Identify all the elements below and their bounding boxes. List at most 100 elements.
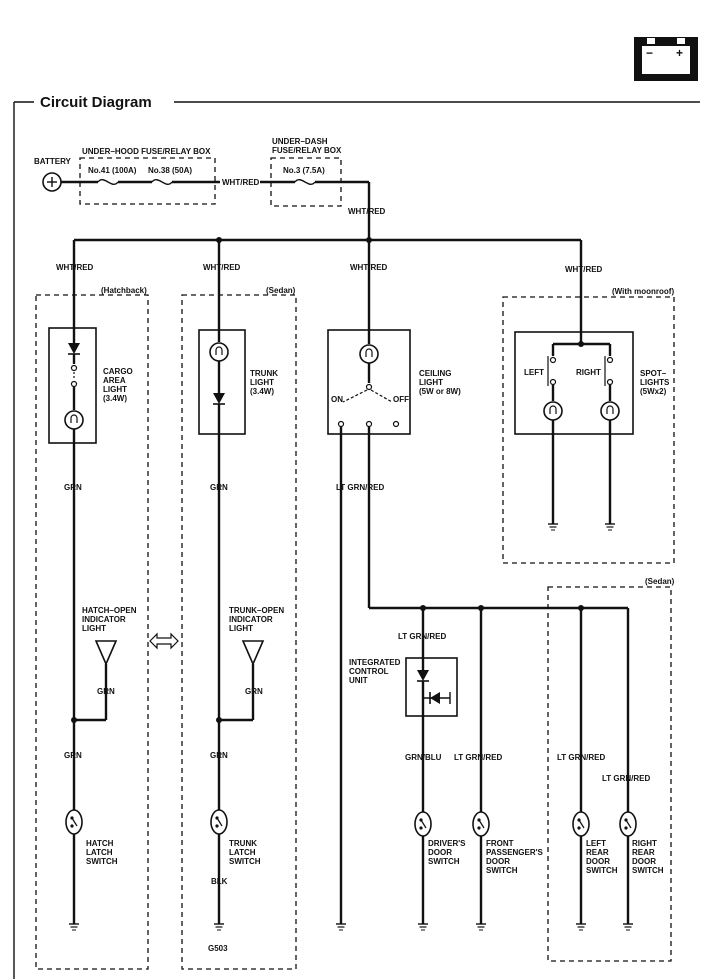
sedan-trunk-region-label: (Sedan) <box>266 286 296 295</box>
ground-icon <box>416 918 430 932</box>
svg-text:SWITCH: SWITCH <box>486 866 518 875</box>
svg-text:DOOR: DOOR <box>428 848 452 857</box>
trunk-light-box <box>198 329 246 435</box>
integrated-control-unit <box>405 657 458 717</box>
cargo-grn-1: GRN <box>64 483 82 492</box>
svg-text:LIGHT: LIGHT <box>250 378 274 387</box>
ground-icon <box>474 918 488 932</box>
spot-left-label: LEFT <box>524 368 544 377</box>
svg-text:SPOT–: SPOT– <box>640 369 667 378</box>
driver-wire-label: GRN/BLU <box>405 753 442 762</box>
svg-text:LIGHT: LIGHT <box>82 624 106 633</box>
hatch-latch-switch-icon <box>65 809 83 835</box>
battery-label: BATTERY <box>34 157 72 166</box>
svg-text:CEILING: CEILING <box>419 369 451 378</box>
svg-text:INDICATOR: INDICATOR <box>229 615 273 624</box>
svg-text:RIGHT: RIGHT <box>632 839 657 848</box>
hatchback-region-label: (Hatchback) <box>101 286 147 295</box>
svg-text:DOOR: DOOR <box>486 857 510 866</box>
wire-after-fuse: WHT/RED <box>348 207 386 216</box>
front-pass-door-switch-icon <box>472 811 490 837</box>
svg-text:HATCH–OPEN: HATCH–OPEN <box>82 606 137 615</box>
driver-door-switch-icon <box>414 811 432 837</box>
svg-text:TRUNK: TRUNK <box>250 369 278 378</box>
trunk-indicator-icon <box>241 640 265 667</box>
svg-text:INTEGRATED: INTEGRATED <box>349 658 401 667</box>
svg-text:SWITCH: SWITCH <box>229 857 261 866</box>
battery-symbol <box>42 172 62 192</box>
battery-minus: − <box>646 46 653 60</box>
ground-g503-label: G503 <box>208 944 228 953</box>
hatch-latch-switch-label: HATCH LATCH SWITCH <box>86 839 118 866</box>
cargo-light-label: CARGO AREA LIGHT (3.4W) <box>103 367 133 403</box>
trunk-grn-3: GRN <box>210 751 228 760</box>
battery-plus: + <box>676 46 683 60</box>
svg-text:HATCH: HATCH <box>86 839 114 848</box>
svg-text:PASSENGER'S: PASSENGER'S <box>486 848 544 857</box>
right-rear-door-switch-icon <box>619 811 637 837</box>
hatch-indicator-label: HATCH–OPEN INDICATOR LIGHT <box>82 606 137 633</box>
left-rear-door-switch-label: LEFT REAR DOOR SWITCH <box>586 839 618 875</box>
trunk-light-label: TRUNK LIGHT (3.4W) <box>250 369 278 396</box>
trunk-bulb-icon <box>209 342 229 362</box>
fuse-41 <box>97 179 119 185</box>
section-title: Circuit Diagram <box>40 94 152 111</box>
moonroof-region-label: (With moonroof) <box>612 287 674 296</box>
svg-text:SWITCH: SWITCH <box>586 866 618 875</box>
trunk-latch-switch-icon <box>210 809 228 835</box>
svg-text:REAR: REAR <box>586 848 609 857</box>
cargo-bulb-icon <box>64 410 84 430</box>
ground-icon <box>334 918 348 932</box>
ceiling-light-label: CEILING LIGHT (5W or 8W) <box>419 369 461 396</box>
right-rear-wire-label: LT GRN/RED <box>602 774 651 783</box>
sedan-rear-door-region <box>547 586 672 962</box>
left-rear-wire-label: LT GRN/RED <box>557 753 606 762</box>
left-spot-bulb-icon <box>543 401 563 421</box>
svg-text:(3.4W): (3.4W) <box>250 387 274 396</box>
trunk-blk-wire-label: BLK <box>211 877 228 886</box>
double-arrow-icon <box>149 632 179 650</box>
svg-text:LIGHT: LIGHT <box>419 378 443 387</box>
svg-text:CARGO: CARGO <box>103 367 133 376</box>
left-rear-door-switch-icon <box>572 811 590 837</box>
svg-text:SWITCH: SWITCH <box>86 857 118 866</box>
ground-icon <box>574 918 588 932</box>
svg-text:UNIT: UNIT <box>349 676 368 685</box>
svg-text:DRIVER'S: DRIVER'S <box>428 839 466 848</box>
svg-text:FRONT: FRONT <box>486 839 514 848</box>
ceiling-off-label: OFF <box>393 395 409 404</box>
front-pass-wire-label: LT GRN/RED <box>454 753 503 762</box>
battery-icon: − + <box>634 37 698 81</box>
branch-wire-2: WHT/RED <box>203 263 241 272</box>
spotlights-box <box>514 331 634 435</box>
underdash-label-2: FUSE/RELAY BOX <box>272 146 342 155</box>
trunk-grn-1: GRN <box>210 483 228 492</box>
underdash-label-1: UNDER–DASH <box>272 137 328 146</box>
sedan-trunk-region <box>181 294 297 970</box>
cargo-grn-3: GRN <box>64 751 82 760</box>
ground-icon <box>546 518 560 532</box>
svg-text:LIGHT: LIGHT <box>103 385 127 394</box>
icu-transistor-icon <box>430 692 440 704</box>
cargo-grn-2: GRN <box>97 687 115 696</box>
moonroof-region <box>502 296 675 564</box>
right-spot-bulb-icon <box>600 401 620 421</box>
driver-door-switch-label: DRIVER'S DOOR SWITCH <box>428 839 466 866</box>
cargo-light-box <box>48 327 97 444</box>
svg-text:LIGHT: LIGHT <box>229 624 253 633</box>
icu-diode-icon <box>417 670 429 681</box>
ceiling-on-label: ON <box>331 395 343 404</box>
svg-text:(3.4W): (3.4W) <box>103 394 127 403</box>
svg-text:INDICATOR: INDICATOR <box>82 615 126 624</box>
front-pass-door-switch-label: FRONT PASSENGER'S DOOR SWITCH <box>486 839 544 875</box>
svg-text:LIGHTS: LIGHTS <box>640 378 670 387</box>
ceiling-bulb-icon <box>359 344 379 364</box>
svg-text:SWITCH: SWITCH <box>632 866 664 875</box>
svg-text:TRUNK: TRUNK <box>229 839 257 848</box>
svg-text:DOOR: DOOR <box>586 857 610 866</box>
svg-text:CONTROL: CONTROL <box>349 667 389 676</box>
trunk-indicator-label: TRUNK–OPEN INDICATOR LIGHT <box>229 606 284 633</box>
svg-text:TRUNK–OPEN: TRUNK–OPEN <box>229 606 284 615</box>
wire-between-boxes: WHT/RED <box>222 178 260 187</box>
underhood-box-label: UNDER–HOOD FUSE/RELAY BOX <box>82 147 211 156</box>
